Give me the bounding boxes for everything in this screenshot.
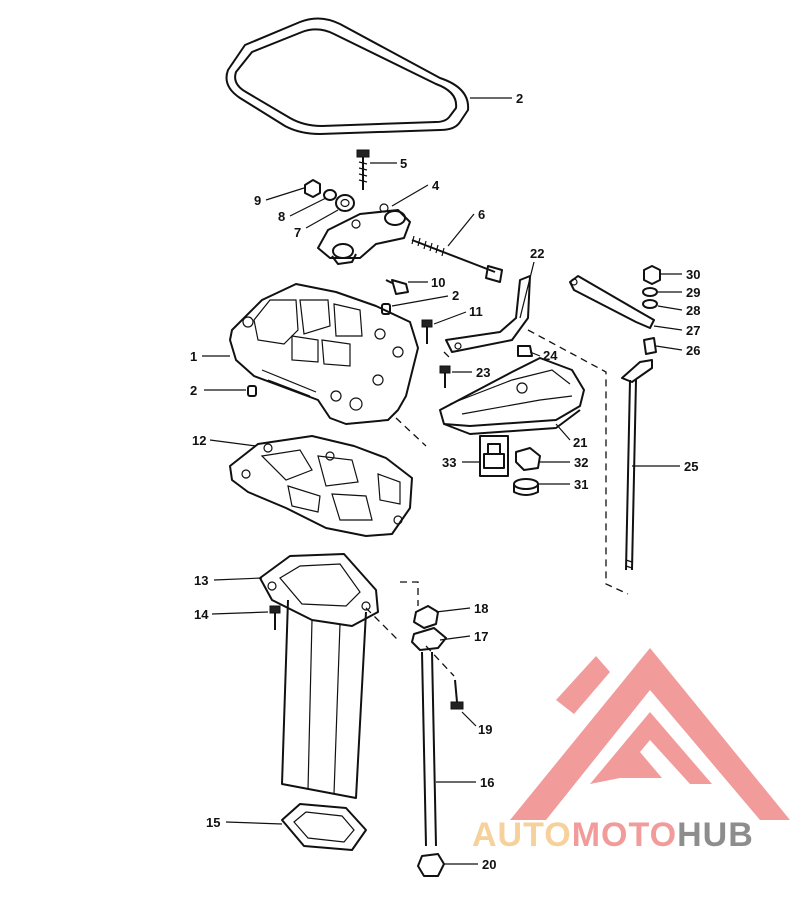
- callout-32: 32: [574, 455, 588, 470]
- callout-6: 6: [478, 207, 485, 222]
- roller-part-32: [515, 447, 541, 471]
- screw-part-11: [421, 319, 433, 344]
- nut-parts-7-8-9: [304, 179, 355, 212]
- callout-5: 5: [400, 156, 407, 171]
- washer-part-31: [513, 478, 539, 496]
- logo-word-hub: HUB: [677, 816, 754, 854]
- callout-14: 14: [194, 607, 209, 622]
- callout-1: 1: [190, 349, 197, 364]
- callout-20: 20: [482, 857, 496, 872]
- link-rod-part-25: [621, 359, 653, 571]
- screw-part-19: [450, 679, 464, 710]
- adapter-plate-part-1: [229, 283, 419, 425]
- insert-part-33: [479, 435, 509, 477]
- link-arm-part-27: [569, 275, 655, 329]
- svg-text:AUTOMOTOHUB: AUTOMOTOHUB: [472, 816, 754, 854]
- callout-4: 4: [432, 178, 440, 193]
- callout-2-upper: 2: [452, 288, 459, 303]
- bolt-part-5: [356, 149, 370, 190]
- callout-11: 11: [469, 304, 483, 319]
- logo-inner-mark: [590, 712, 712, 784]
- callout-3: 2: [516, 91, 523, 106]
- callout-17: 17: [474, 629, 488, 644]
- callout-31: 31: [574, 477, 588, 492]
- callout-19: 19: [478, 722, 492, 737]
- leader-lines: [202, 97, 683, 865]
- bushing-part-24: [517, 345, 533, 357]
- cover-seal-part-3: [225, 17, 470, 135]
- callout-30: 30: [686, 267, 700, 282]
- gasket-part-12: [229, 435, 413, 537]
- callout-27: 27: [686, 323, 700, 338]
- exhaust-plate-part-13: [259, 553, 379, 627]
- logo-word-moto: MOTO: [572, 816, 677, 854]
- grommet-part-20: [417, 853, 445, 877]
- callout-12: 12: [192, 433, 206, 448]
- callout-9: 9: [254, 193, 261, 208]
- callout-16: 16: [480, 775, 494, 790]
- callout-2-lower: 2: [190, 383, 197, 398]
- logo-left-stroke: [556, 656, 610, 714]
- cam-part-21: [439, 357, 585, 435]
- stud-part-6: [411, 235, 503, 283]
- callout-29: 29: [686, 285, 700, 300]
- callout-18: 18: [474, 601, 488, 616]
- automotohub-logo: AUTOMOTOHUB: [472, 648, 790, 854]
- callout-13: 13: [194, 573, 208, 588]
- dowel-pins-part-2: [247, 303, 391, 397]
- callout-24: 24: [543, 348, 558, 363]
- screw-part-23: [439, 365, 451, 388]
- seal-part-15: [281, 803, 367, 851]
- logo-word-auto: AUTO: [472, 816, 572, 854]
- small-hardware-parts-26-28-29-30: [642, 265, 661, 355]
- callout-10: 10: [431, 275, 445, 290]
- callout-33: 33: [442, 455, 456, 470]
- callout-22: 22: [530, 246, 544, 261]
- housing-part-4: [317, 203, 411, 265]
- callout-8: 8: [278, 209, 285, 224]
- screw-part-14: [269, 605, 281, 630]
- callout-28: 28: [686, 303, 700, 318]
- logo-triangle: [510, 648, 790, 820]
- water-tube-part-16: [421, 651, 437, 847]
- alignment-dashes: [365, 329, 629, 677]
- callout-labels: 2 5 4 6 9 8 7 10 2 11 1 2 12 22 23 24 21…: [190, 91, 700, 872]
- callout-23: 23: [476, 365, 490, 380]
- fitting-part-10: [385, 279, 409, 295]
- fitting-parts-17-18: [411, 605, 447, 651]
- callout-21: 21: [573, 435, 587, 450]
- callout-26: 26: [686, 343, 700, 358]
- exhaust-tube: [281, 599, 367, 799]
- callout-15: 15: [206, 815, 220, 830]
- callout-7: 7: [294, 225, 301, 240]
- callout-25: 25: [684, 459, 698, 474]
